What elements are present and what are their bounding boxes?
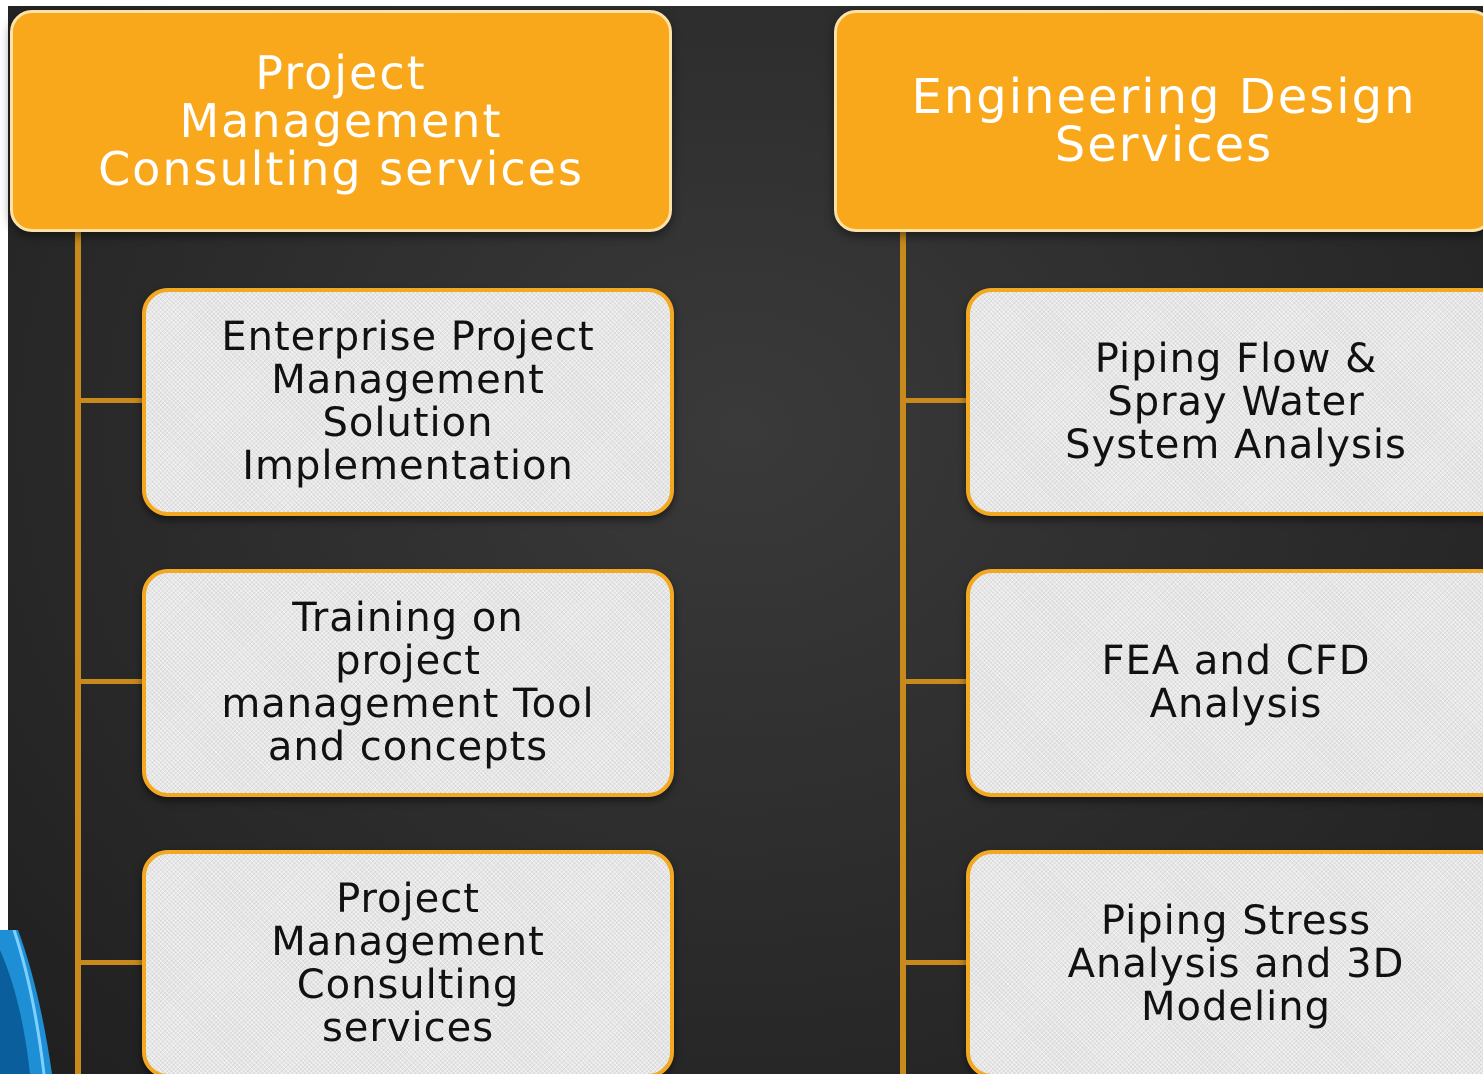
item-enterprise-project-management: Enterprise Project Management Solution I… — [142, 288, 674, 516]
item-label: FEA and CFD Analysis — [1101, 638, 1371, 727]
item-pm-consulting: Project Management Consulting services — [142, 850, 674, 1074]
top-edge — [0, 0, 1483, 6]
item-label: Enterprise Project Management Solution I… — [221, 314, 595, 489]
connector-trunk — [900, 232, 906, 1074]
item-training: Training on project management Tool and … — [142, 569, 674, 797]
connector-branch — [900, 960, 966, 965]
connector-branch — [75, 398, 142, 403]
connector-branch — [900, 679, 966, 684]
item-label: Project Management Consulting services — [271, 876, 545, 1051]
header-project-management: Project Management Consulting services — [10, 10, 672, 232]
column-engineering-design: Engineering Design Services Piping Flow … — [820, 0, 1483, 1074]
header-engineering-design: Engineering Design Services — [834, 10, 1483, 232]
connector-branch — [75, 679, 142, 684]
header-label: Engineering Design Services — [911, 69, 1417, 173]
header-label: Project Management Consulting services — [98, 46, 584, 196]
item-label: Training on project management Tool and … — [221, 595, 595, 770]
item-label: Piping Stress Analysis and 3D Modeling — [1067, 897, 1405, 1030]
left-edge — [0, 0, 8, 1074]
item-piping-flow: Piping Flow & Spray Water System Analysi… — [966, 288, 1483, 516]
item-label: Piping Flow & Spray Water System Analysi… — [1065, 335, 1407, 468]
connector-branch — [75, 960, 142, 965]
connector-branch — [900, 398, 966, 403]
column-project-management: Project Management Consulting services E… — [0, 0, 700, 1074]
connector-trunk — [75, 232, 81, 1074]
item-piping-stress: Piping Stress Analysis and 3D Modeling — [966, 850, 1483, 1074]
item-fea-cfd: FEA and CFD Analysis — [966, 569, 1483, 797]
decorative-swoosh-icon — [0, 930, 52, 1074]
